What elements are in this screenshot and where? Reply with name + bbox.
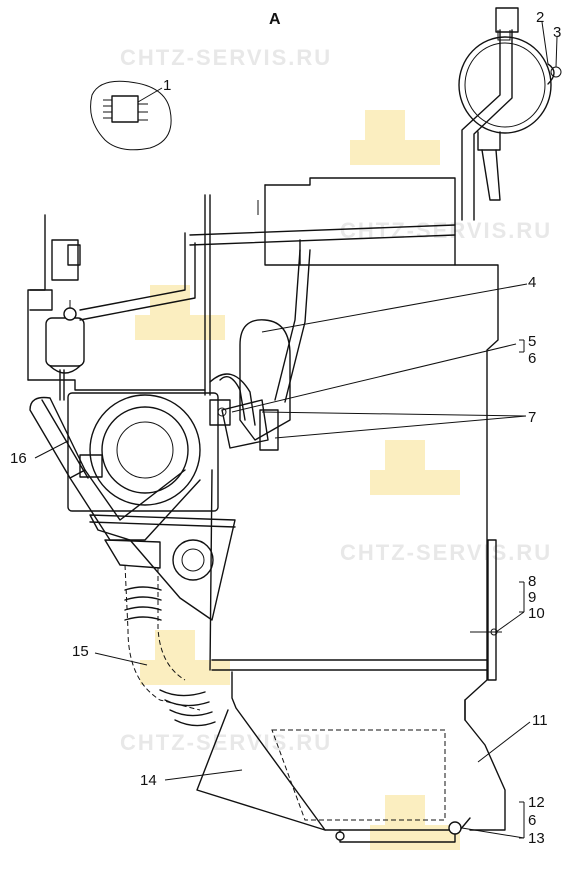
callout-1: 1 xyxy=(163,77,171,94)
leader-lines xyxy=(34,21,558,839)
air-cleaner-body xyxy=(209,177,506,831)
callout-11: 11 xyxy=(532,712,548,729)
callout-15: 15 xyxy=(72,643,89,660)
callout-2: 2 xyxy=(536,9,544,26)
watermark-text: CHTZ-SERVIS.RU xyxy=(120,45,332,70)
callout-16: 16 xyxy=(10,450,27,467)
inset-detail-1 xyxy=(90,80,172,151)
callout-labels: 1 2 3 4 5 6 7 8 9 10 11 12 6 13 14 15 16 xyxy=(10,9,561,847)
watermark-text: CHTZ-SERVIS.RU xyxy=(340,540,552,565)
callout-14: 14 xyxy=(140,772,157,789)
callout-3: 3 xyxy=(553,24,561,41)
callout-8: 8 xyxy=(528,573,536,590)
callout-6-lower: 6 xyxy=(528,812,536,829)
callout-5: 5 xyxy=(528,333,536,350)
cyclone-section xyxy=(89,514,236,621)
pre-cleaner xyxy=(458,7,562,201)
callout-4: 4 xyxy=(528,274,536,291)
callout-6: 6 xyxy=(528,350,536,367)
watermark-text: CHTZ-SERVIS.RU xyxy=(120,730,332,755)
support-rod xyxy=(79,224,456,403)
filter-canister xyxy=(221,319,291,451)
watermark-text: CHTZ-SERVIS.RU xyxy=(340,218,552,243)
callout-12: 12 xyxy=(528,794,545,811)
air-intake-pipe xyxy=(461,29,513,221)
blower-housing xyxy=(67,373,256,512)
callout-9: 9 xyxy=(528,589,536,606)
hose-16 xyxy=(29,396,201,541)
callout-10: 10 xyxy=(528,605,545,622)
callout-13: 13 xyxy=(528,830,545,847)
dust-collector xyxy=(196,671,471,843)
corrugated-hose-15 xyxy=(124,564,216,727)
view-label: A xyxy=(269,11,281,28)
callout-7: 7 xyxy=(528,409,536,426)
left-bracket xyxy=(27,194,211,401)
